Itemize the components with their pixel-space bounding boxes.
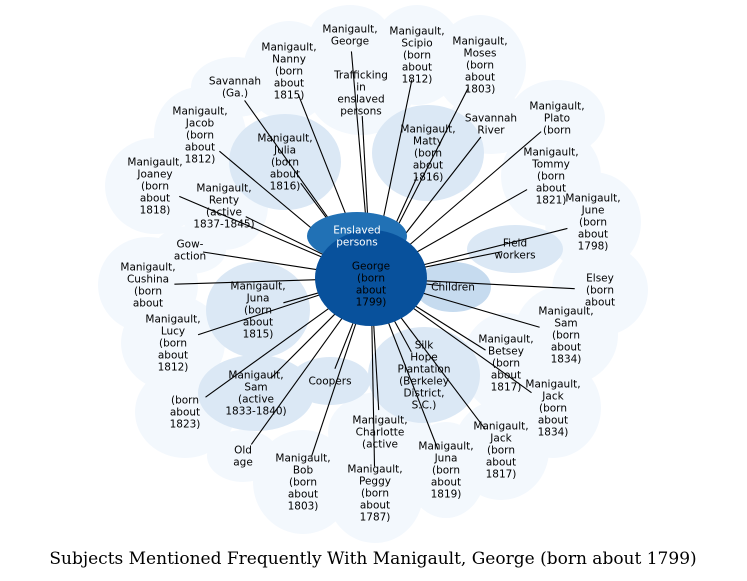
center-node-george[interactable] (315, 230, 427, 326)
edge-old-age (250, 311, 347, 445)
edge-born-1823 (205, 302, 338, 398)
node-bubble-jacob[interactable] (154, 87, 246, 183)
edge-juna-1819 (385, 316, 439, 450)
node-bubble-bob[interactable] (253, 430, 353, 534)
node-label-charlotte: Manigault,Charlotte(active (352, 415, 407, 451)
node-label-children: Children (431, 282, 475, 294)
node-bubble-george-other[interactable] (310, 5, 390, 65)
node-label-plato: Manigault,Plato(born (529, 101, 584, 137)
node-label-coopers: Coopers (308, 376, 351, 388)
node-bubble-moses[interactable] (434, 15, 526, 115)
hub-bubbles-layer (307, 212, 427, 326)
edge-cushina (174, 278, 330, 285)
edge-george-other (350, 51, 368, 237)
edge-jack-1834 (404, 301, 532, 394)
node-label-savannah-ga: Savannah(Ga.) (209, 76, 261, 100)
node-bubble-nanny[interactable] (243, 21, 335, 121)
edge-moses (389, 87, 469, 241)
node-bubble-sam-active[interactable] (198, 355, 314, 431)
node-label-george-other: Manigault,George (322, 24, 377, 48)
edge-peggy (371, 319, 376, 467)
node-bubbles-layer (98, 5, 648, 543)
node-bubble-gow-action[interactable] (154, 226, 226, 274)
edge-sam-1834 (411, 289, 540, 328)
edge-elsey (412, 279, 575, 290)
edge-jack-1817 (395, 311, 486, 430)
edge-plato (402, 131, 542, 252)
node-bubble-juna[interactable] (206, 262, 310, 358)
node-bubble-silk-hope[interactable] (368, 327, 480, 423)
node-bubble-field-workers[interactable] (467, 225, 563, 273)
node-bubble-matty[interactable] (372, 105, 484, 201)
edge-gow-action (202, 251, 330, 273)
edge-bob (311, 317, 359, 457)
node-bubble-betsey[interactable] (462, 313, 550, 413)
edge-coopers (334, 316, 356, 369)
edge-betsey (406, 299, 486, 351)
diagram-title: Subjects Mentioned Frequently With Manig… (49, 549, 696, 569)
edge-renty (245, 216, 334, 261)
edge-charlotte (372, 319, 380, 411)
node-bubble-julia[interactable] (229, 114, 341, 210)
edge-lucy (197, 290, 332, 336)
edge-field-workers (412, 251, 503, 271)
edge-joaney (179, 195, 333, 263)
edge-june (411, 227, 568, 269)
edge-savannah-river (396, 136, 482, 246)
node-bubble-children[interactable] (415, 262, 491, 312)
edge-sam-active (270, 307, 342, 379)
node-label-gow-action: Gow-action (174, 239, 206, 263)
edge-scipio (378, 79, 413, 237)
edge-tommy (407, 189, 528, 258)
